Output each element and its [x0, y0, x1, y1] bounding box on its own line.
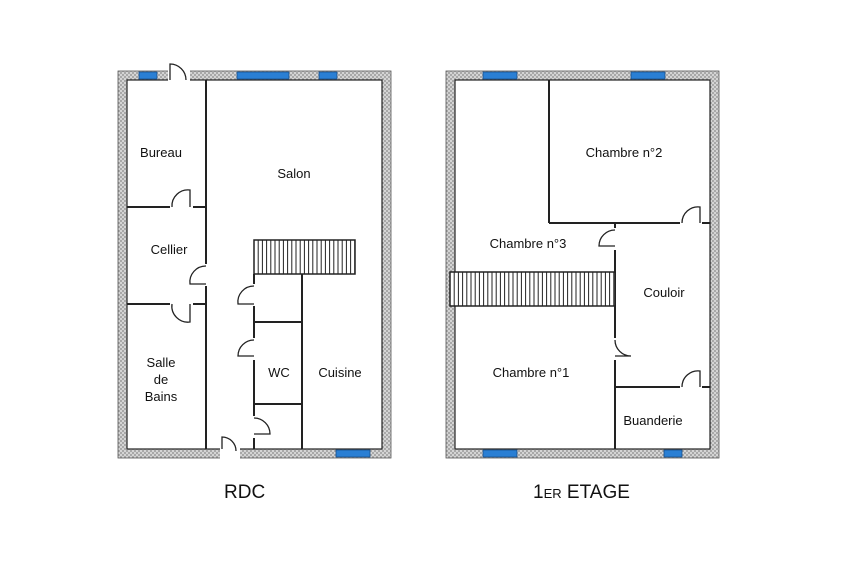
ground-floor-plan: Bureau Salon Cellier Salle de Bains WC C…	[117, 63, 392, 459]
room-label-cuisine: Cuisine	[318, 365, 361, 380]
first-floor-caption-suffix: ER	[543, 486, 562, 501]
room-label-cellier: Cellier	[151, 242, 189, 257]
first-floor-outer-walls	[446, 71, 719, 458]
first-floor-caption-word: ETAGE	[566, 482, 630, 503]
first-floor-caption-number: 1	[533, 482, 544, 503]
room-label-chambre-3: Chambre n°3	[490, 236, 567, 251]
entrance-door-swing	[169, 63, 187, 81]
window	[630, 71, 666, 80]
ground-floor-staircase	[253, 239, 356, 275]
room-label-bureau: Bureau	[140, 145, 182, 160]
first-floor-staircase	[449, 271, 616, 307]
first-floor-windows	[482, 71, 683, 458]
window	[236, 71, 290, 80]
first-floor-plan: Chambre n°2 Chambre n°3 Couloir Chambre …	[445, 70, 720, 459]
room-label-couloir: Couloir	[643, 285, 685, 300]
window	[663, 449, 683, 458]
room-label-buanderie: Buanderie	[623, 413, 682, 428]
window	[335, 449, 371, 458]
window	[318, 71, 338, 80]
first-floor-caption: 1ER ETAGE	[533, 482, 630, 504]
window	[482, 71, 518, 80]
ground-floor-windows	[138, 71, 371, 458]
room-label-salle-de-bains-line1: Salle	[147, 355, 176, 370]
first-floor-door-swings	[598, 206, 701, 388]
room-label-salon: Salon	[277, 166, 310, 181]
room-label-wc: WC	[268, 365, 290, 380]
room-label-salle-de-bains-line2: de	[154, 372, 168, 387]
room-label-chambre-2: Chambre n°2	[586, 145, 663, 160]
ground-floor-door-swings	[171, 189, 271, 435]
ground-floor-interior-walls	[127, 80, 303, 449]
entrance-door-gap	[168, 70, 190, 81]
window	[482, 449, 518, 458]
back-door-swing	[221, 436, 237, 452]
room-label-salle-de-bains-line3: Bains	[145, 389, 178, 404]
window	[138, 71, 158, 80]
back-door-gap	[220, 448, 240, 459]
room-label-chambre-1: Chambre n°1	[493, 365, 570, 380]
ground-floor-caption: RDC	[224, 482, 266, 503]
